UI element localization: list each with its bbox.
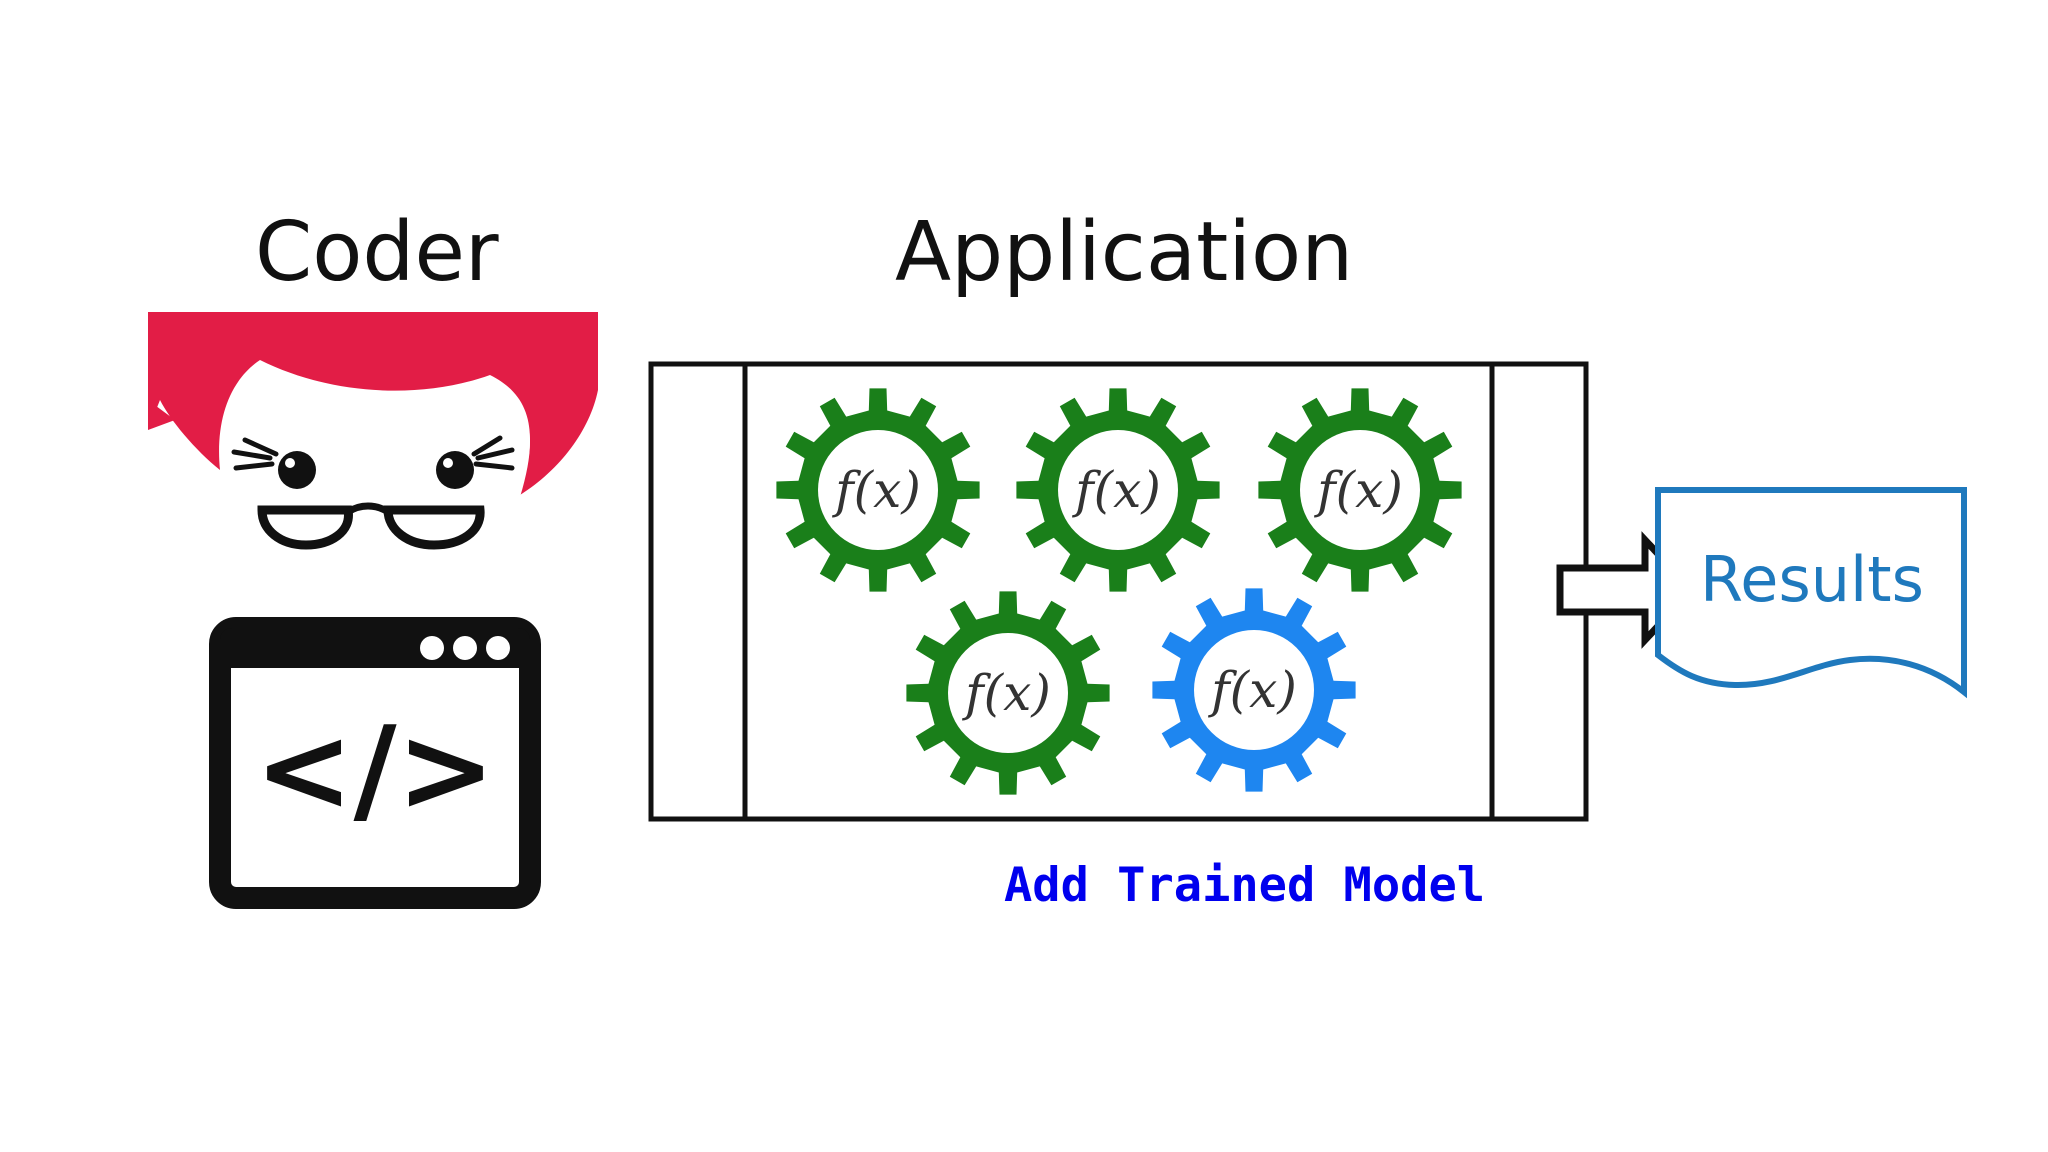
- gear-icon-green: f(x): [1016, 388, 1220, 592]
- gear-icon-green: f(x): [776, 388, 980, 592]
- gear-function-label: f(x): [831, 461, 921, 519]
- caption-text: Add Trained Model: [1004, 858, 1486, 913]
- gear-function-label: f(x): [1207, 661, 1297, 719]
- gear-function-label: f(x): [1313, 461, 1403, 519]
- code-symbol: </>: [255, 700, 496, 838]
- gear-function-label: f(x): [1071, 461, 1161, 519]
- results-document-icon: [1655, 487, 1967, 699]
- gear-center: [948, 633, 1068, 753]
- gear-center: [1058, 430, 1178, 550]
- code-window-icon: </>: [209, 617, 541, 909]
- coder-title: Coder: [255, 205, 499, 300]
- gear-icon-green: f(x): [1258, 388, 1462, 592]
- coder-avatar-icon: [148, 312, 598, 552]
- gear-icon-blue: f(x): [1152, 588, 1356, 792]
- results-label: Results: [1700, 543, 1924, 616]
- gear-function-label: f(x): [961, 664, 1051, 722]
- gear-group: f(x) f(x) f(x) f(x) f(x): [776, 388, 1462, 795]
- gear-center: [1300, 430, 1420, 550]
- gear-icon-green: f(x): [906, 591, 1110, 795]
- gear-center: [1194, 630, 1314, 750]
- application-title: Application: [895, 205, 1354, 300]
- gear-center: [818, 430, 938, 550]
